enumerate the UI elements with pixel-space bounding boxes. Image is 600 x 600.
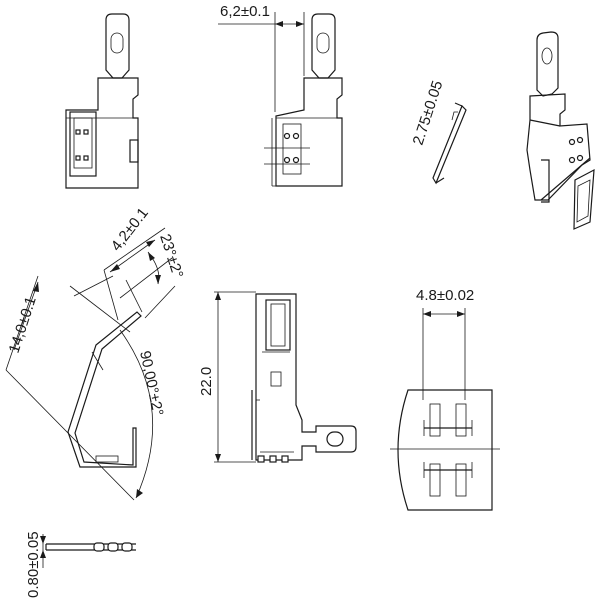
thickness-view: 0.80±0.05 — [25, 531, 136, 598]
side-view: 6,2±0.1 — [218, 3, 343, 187]
dim-offset-2-75: 2.75±0.05 — [410, 79, 447, 148]
dim-angle-90: 90,00°±2° — [136, 349, 166, 417]
front-view — [65, 13, 139, 189]
bend-detail: 4,2±0.1 23°±2° 14,0±0.1 90,00°±2° — [5, 205, 186, 501]
top-view: 4.8±0.02 — [390, 287, 500, 511]
height-view: 22.0 — [198, 291, 357, 463]
dim-height-22: 22.0 — [198, 367, 215, 396]
dim-angle-23: 23°±2° — [156, 232, 186, 280]
dim-width-6-2: 6,2±0.1 — [220, 3, 270, 20]
dim-width-4-8: 4.8±0.02 — [416, 287, 474, 304]
dim-thickness-0-8: 0.80±0.05 — [25, 531, 42, 598]
dim-length-14: 14,0±0.1 — [6, 295, 40, 356]
strip-detail: 2.75±0.05 — [410, 79, 467, 185]
isometric-view — [526, 31, 595, 230]
